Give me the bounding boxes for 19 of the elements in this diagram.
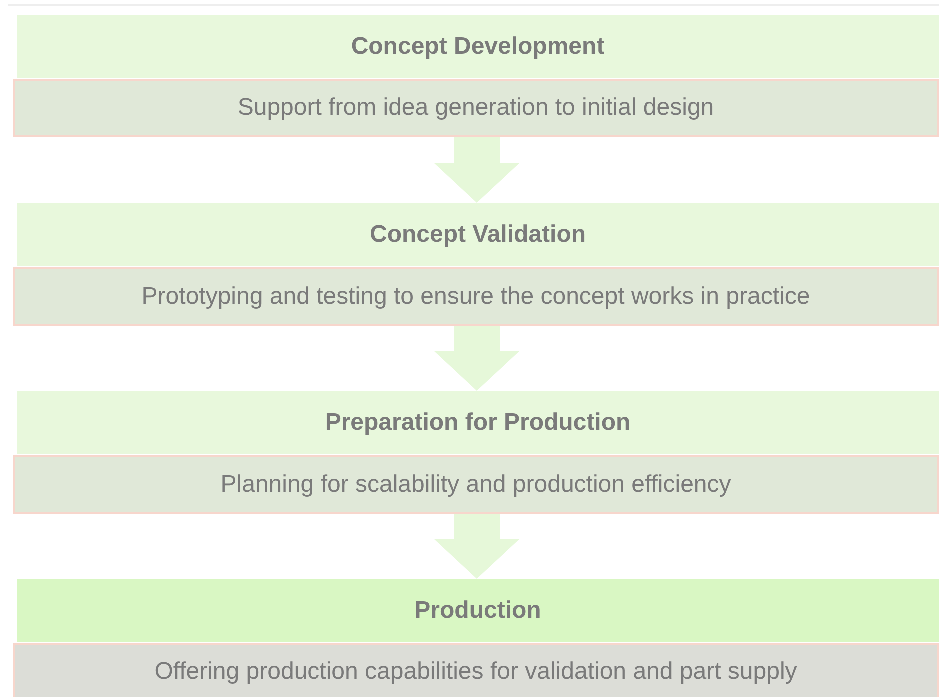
description-text: Planning for scalability and production efficiency bbox=[220, 470, 732, 498]
block-arrow bbox=[434, 137, 520, 203]
block-arrow bbox=[434, 326, 520, 391]
stage-title: Production bbox=[414, 596, 542, 624]
stage-title: Preparation for Production bbox=[325, 408, 631, 436]
stage-description bbox=[13, 455, 939, 514]
stage-description bbox=[13, 79, 939, 137]
block-arrow bbox=[434, 514, 520, 579]
stage-title: Concept Validation bbox=[370, 220, 586, 248]
stage-header bbox=[17, 391, 939, 454]
stage-title: Concept Development bbox=[351, 32, 605, 60]
stage-header bbox=[17, 579, 939, 642]
stage-header bbox=[17, 15, 939, 78]
stage-description bbox=[13, 267, 939, 326]
stage-description bbox=[13, 643, 939, 697]
description-text: Offering production capabilities for validation and part supply bbox=[154, 658, 798, 686]
stage-header bbox=[17, 203, 939, 266]
description-text: Support from idea generation to initial design bbox=[238, 94, 714, 122]
description-text: Prototyping and testing to ensure the concept works in practice bbox=[142, 282, 810, 310]
